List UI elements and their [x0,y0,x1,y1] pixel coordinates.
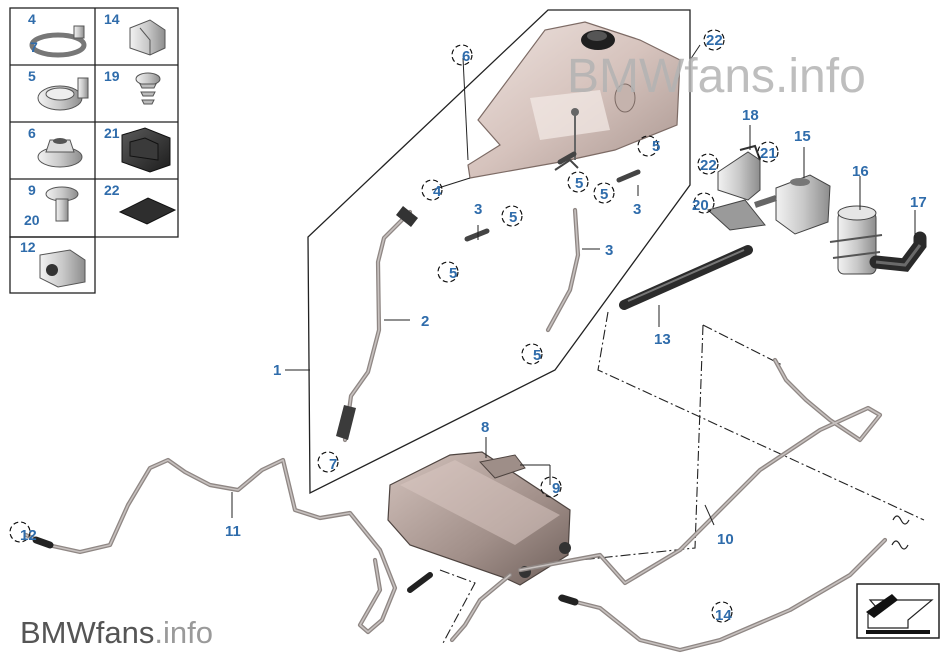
routing-lines [439,311,925,646]
callout-17: 17 [910,194,927,211]
connecting-hose [619,245,753,310]
callout-22a: 22 [706,32,723,49]
callout-5e: 5 [449,265,457,282]
clip-icon [129,19,166,56]
callout-12: 12 [20,527,37,544]
small-parts-inset: 4 7 14 5 19 6 21 9 20 22 12 [9,7,179,294]
pipe-14 [557,537,888,653]
filler-pipe [336,206,418,443]
callout-16: 16 [852,163,869,180]
pipe-bracket-icon [39,249,86,288]
callout-15: 15 [794,128,811,145]
foam-pad-icon [118,197,177,225]
inset-label-22: 22 [104,182,120,198]
charcoal-canister [387,451,571,586]
inset-label-6: 6 [28,125,36,141]
callout-3a: 3 [474,201,482,218]
callout-5f: 5 [533,347,541,364]
callout-5b: 5 [575,175,583,192]
inset-label-12: 12 [20,239,36,255]
leader-lines [231,44,916,526]
inset-label-7: 7 [30,39,38,55]
expanding-nut-icon [135,72,161,105]
hose-clamp-icon [29,25,87,58]
filter-canister [829,205,883,275]
inset-label-19: 19 [104,68,120,84]
callout-20: 20 [692,197,709,214]
callout-5c: 5 [600,186,608,203]
inset-label-5: 5 [28,68,36,84]
inset-label-9: 9 [28,182,36,198]
fastener-rings [9,29,779,623]
callout-7: 7 [329,456,337,473]
flange-nut-icon [37,138,83,168]
callout-13: 13 [654,331,671,348]
callout-21: 21 [760,145,777,162]
bolt-icon [45,186,79,222]
break-mark-upper [892,515,910,525]
callout-2: 2 [421,313,429,330]
valve-assembly [706,144,766,231]
callout-4: 4 [433,183,442,200]
callout-14: 14 [715,607,732,624]
callout-labels: 1 2 3 3 3 4 5 5 5 5 5 5 6 7 8 9 10 11 12… [20,32,927,624]
watermark-top: BMWfans.info [567,50,866,103]
callout-8: 8 [481,419,489,436]
callout-5d: 5 [509,209,517,226]
pipe-10 [407,357,883,643]
callout-3c: 3 [633,201,641,218]
callout-3b: 3 [605,242,613,259]
inset-label-14: 14 [104,11,120,27]
inset-label-4: 4 [28,11,36,27]
inset-label-20: 20 [24,212,40,228]
pipe-11 [23,457,398,635]
assembly-boundary [307,9,691,495]
vent-pipe [464,151,641,333]
callout-22b: 22 [700,157,717,174]
band-clamp-icon [37,77,89,111]
callout-9: 9 [552,480,560,497]
callout-10: 10 [717,531,734,548]
callout-5a: 5 [652,138,660,155]
callout-18: 18 [742,107,759,124]
orientation-arrow-icon [856,583,940,639]
callout-1: 1 [273,362,281,379]
callout-11: 11 [225,523,241,540]
rubber-hose [869,231,927,272]
fuel-tank [467,21,681,179]
purge-valve [754,174,831,235]
break-mark-lower [891,540,909,550]
watermark-bottom: BMWfans.info [20,615,213,650]
inset-label-21: 21 [104,125,120,141]
rubber-mount-icon [121,127,171,173]
callout-6: 6 [462,48,470,65]
